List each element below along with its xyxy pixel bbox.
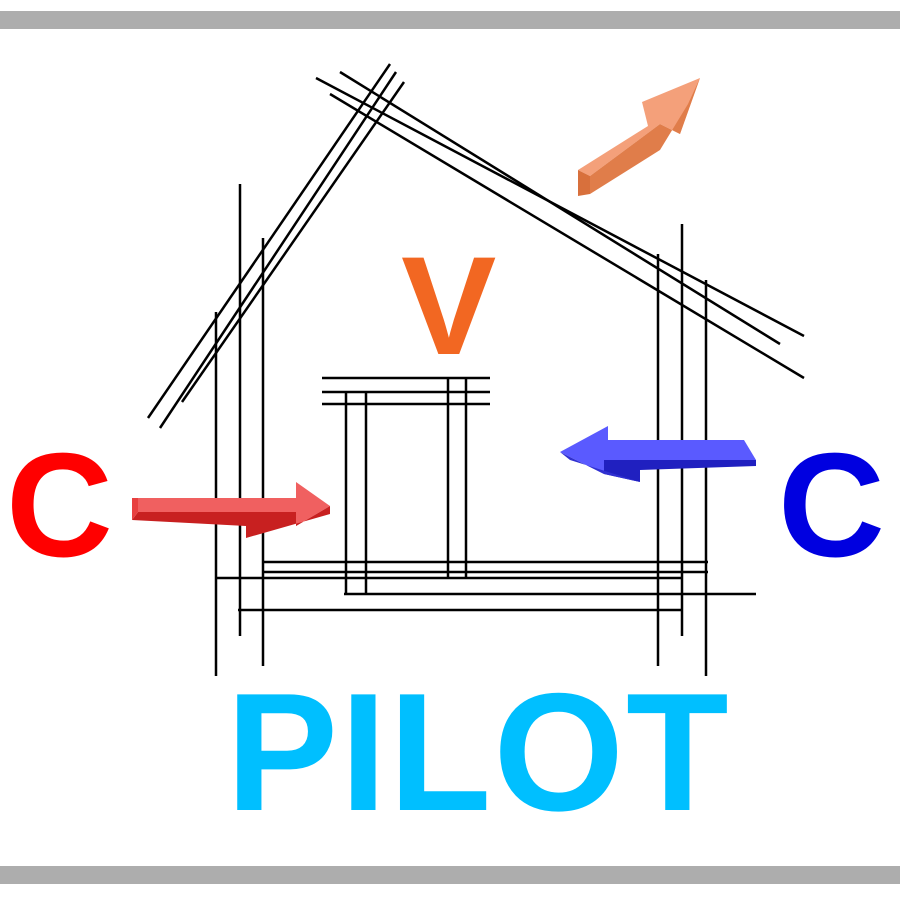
right-c-text: C — [778, 423, 885, 588]
roof-left-line — [180, 81, 406, 403]
top-border-bar — [0, 11, 900, 29]
brand-name: PILOT — [226, 668, 729, 836]
roof-left-line — [146, 63, 392, 419]
right-c-letter: C — [778, 432, 885, 580]
roof-right-line — [329, 92, 805, 380]
center-v-letter: V — [401, 236, 496, 376]
center-v-text: V — [401, 227, 497, 384]
left-c-text: C — [6, 423, 113, 588]
arrow-left-icon — [560, 426, 756, 482]
roof-left-line — [158, 71, 398, 429]
arrow-up-right-icon — [578, 78, 700, 196]
arrow-right-icon — [132, 482, 330, 538]
bottom-border-bar — [0, 866, 900, 884]
brand-name-text: PILOT — [226, 658, 731, 846]
left-c-letter: C — [6, 432, 113, 580]
